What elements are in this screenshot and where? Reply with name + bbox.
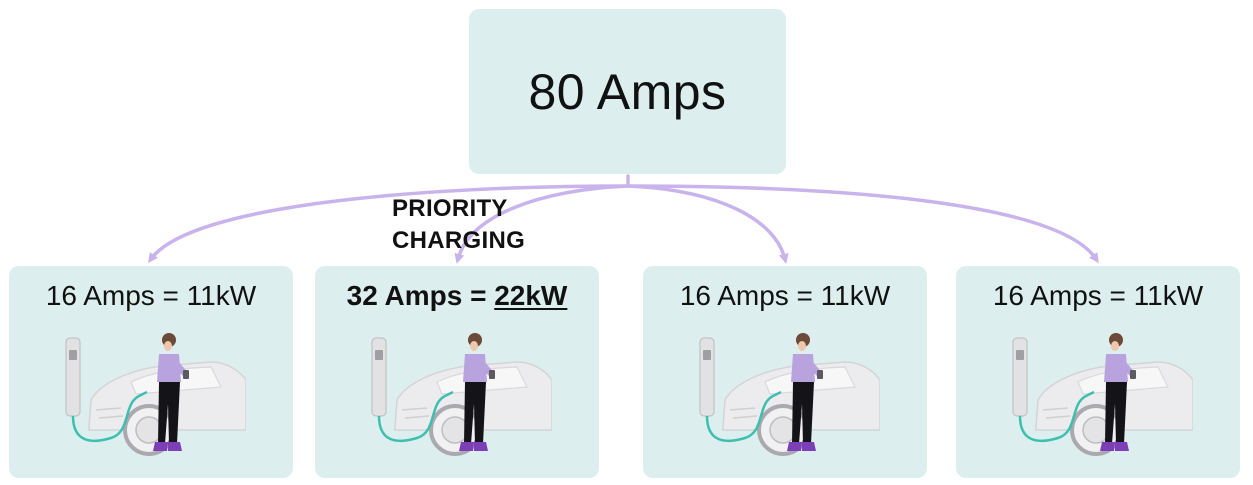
ev-charging-illustration xyxy=(698,332,880,456)
ev-charging-illustration xyxy=(370,332,552,456)
charger-label-4: 16 Amps = 11kW xyxy=(992,280,1204,311)
charger-box-2: 32 Amps = 22kW xyxy=(315,266,599,478)
priority-line-1: PRIORITY xyxy=(392,195,508,222)
ev-charging-illustration xyxy=(1011,332,1193,456)
total-current-label: 80 Amps xyxy=(528,63,727,120)
arrow-to-charger-3 xyxy=(626,184,789,264)
charger-box-3: 16 Amps = 11kW xyxy=(643,266,927,478)
charger-box-1: 16 Amps = 11kW xyxy=(9,266,293,478)
charger-power-2: 22kW xyxy=(494,280,568,311)
arrow-to-charger-4 xyxy=(626,184,1099,264)
ev-charging-illustration xyxy=(64,332,246,456)
arrow-to-charger-1 xyxy=(148,184,630,264)
total-current-box: 80 Amps xyxy=(469,9,786,174)
charger-label-3: 16 Amps = 11kW xyxy=(679,280,891,311)
charger-label-1: 16 Amps = 11kW xyxy=(45,280,257,311)
arrow-to-charger-2 xyxy=(454,184,630,264)
charger-label-2: 32 Amps = 22kW xyxy=(315,280,599,312)
priority-charging-annotation: PRIORITY CHARGING xyxy=(392,193,525,257)
priority-line-2: CHARGING xyxy=(392,227,526,254)
charger-current-2: 32 Amps = xyxy=(346,280,495,311)
charger-box-4: 16 Amps = 11kW xyxy=(956,266,1240,478)
